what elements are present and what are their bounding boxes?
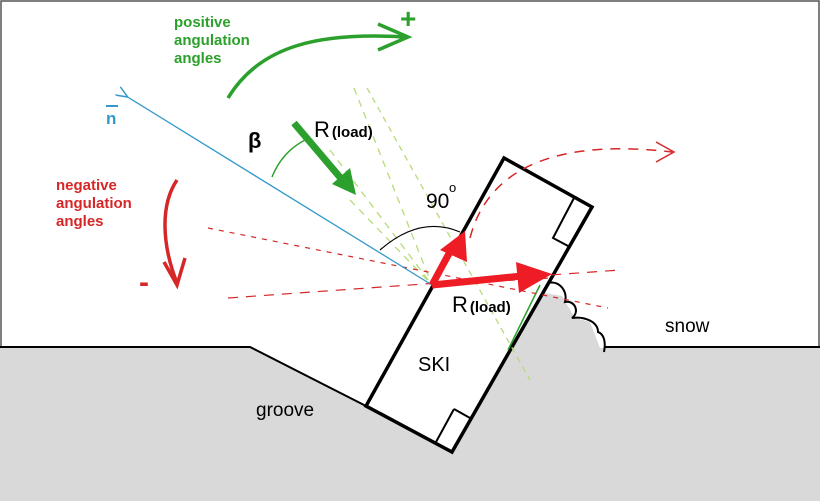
beta-angle-arc	[271, 139, 306, 178]
ninety-degree-arc	[379, 225, 461, 251]
ninety-label: 90	[426, 190, 449, 213]
snow-label: snow	[665, 316, 710, 337]
positive-angulation-arrow	[226, 22, 413, 99]
negative-label-line3: angles	[56, 213, 104, 230]
negative-angulation-arrow	[162, 179, 187, 290]
load-label-lower: R(load)	[452, 292, 511, 317]
normal-vector-arrow	[126, 96, 433, 286]
right-angle-mark-bottom-b	[453, 408, 471, 419]
load-arrow-red-horizontal	[431, 262, 552, 293]
snow-ground	[0, 292, 820, 501]
rotation-dashed-arc	[469, 141, 676, 239]
ski-edge-green-line	[507, 284, 541, 351]
positive-label-line1: positive	[174, 14, 231, 31]
right-angle-mark-bottom	[435, 408, 455, 443]
negative-label-line1: negative	[56, 177, 117, 194]
positive-label-line3: angles	[174, 50, 222, 67]
load-lower-R: R	[452, 292, 468, 317]
load-label-upper: R(load)	[314, 117, 373, 142]
ski-body	[363, 155, 595, 455]
normal-vector-label: n	[106, 109, 116, 128]
negative-label-line2: angulation	[56, 195, 132, 212]
load-arrow-red-vertical	[428, 231, 467, 287]
groove-label: groove	[256, 400, 314, 421]
snow-surface-line	[0, 346, 367, 407]
load-upper-sub: (load)	[332, 124, 373, 141]
degree-mark: o	[449, 180, 456, 195]
load-upper-R: R	[314, 117, 330, 142]
positive-label-line2: angulation	[174, 32, 250, 49]
right-angle-mark-top	[551, 197, 575, 248]
plus-sign: +	[400, 3, 416, 34]
load-arrow-green	[291, 120, 356, 195]
minus-sign: -	[139, 266, 149, 299]
load-lower-sub: (load)	[470, 299, 511, 316]
ski-label: SKI	[418, 354, 450, 376]
snow-chunk-outline	[547, 281, 606, 353]
beta-label: β	[248, 128, 261, 153]
